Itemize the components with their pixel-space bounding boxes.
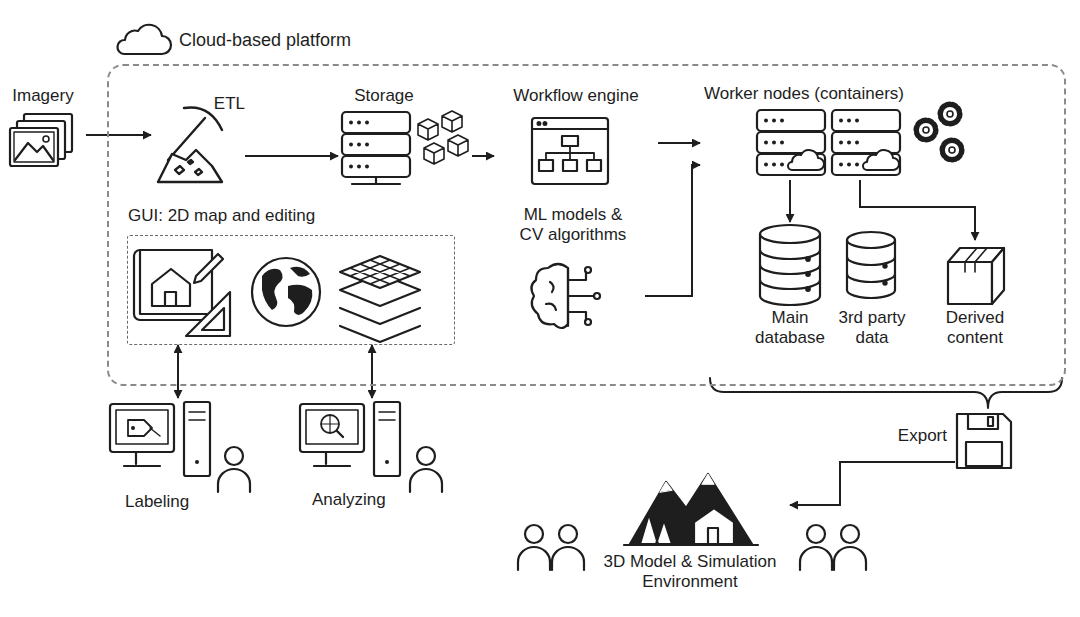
cloud-icon	[117, 25, 171, 54]
flow-arrow	[472, 155, 494, 157]
node-label: Labeling	[125, 492, 189, 512]
workflow-engine-node: Workflow engine	[494, 86, 658, 188]
node-label: Derived content	[928, 308, 1022, 349]
people-group-right	[800, 525, 866, 570]
derived-content-box-icon	[948, 248, 1004, 304]
node-label: ML models & CV algorithms	[511, 205, 635, 246]
flow-arrow	[658, 142, 700, 144]
model-simulation-node: 3D Model & Simulation Environment	[590, 466, 790, 612]
flow-arrow	[645, 165, 700, 296]
node-label: 3rd party data	[830, 308, 914, 349]
flow-arrow	[790, 462, 955, 505]
worker-servers-icon	[757, 104, 962, 175]
platform-region: Cloud-based platformETLStorageWorkflow e…	[107, 64, 1066, 386]
analyzing-node: Analyzing	[296, 398, 466, 516]
node-label: Main database	[746, 308, 834, 349]
node-label: Storage	[346, 86, 422, 106]
flow-arrow	[860, 180, 975, 240]
derived-content-node: Derived content	[928, 240, 1022, 364]
people-group-left	[518, 525, 584, 570]
globe-icon	[252, 258, 320, 326]
export-node: Export	[955, 412, 1013, 470]
floppy-disk-icon	[957, 414, 1011, 468]
ml-models-node: ML models & CV algorithms	[505, 205, 645, 337]
main-database-node: Main database	[746, 222, 834, 364]
node-label: Cloud-based platform	[179, 30, 351, 52]
third-party-database-icon	[847, 232, 895, 298]
flow-arrow	[371, 345, 373, 398]
labeling-workstation-icon	[110, 402, 250, 492]
gui-group: GUI: 2D map and editing	[127, 235, 455, 345]
layers-icon	[340, 256, 420, 342]
storage-server-icon	[342, 111, 468, 184]
node-label: 3D Model & Simulation Environment	[590, 552, 790, 593]
flow-arrow	[789, 180, 791, 222]
etl-node: ETL	[151, 92, 245, 184]
node-label: GUI: 2D map and editing	[128, 206, 315, 226]
node-label: Analyzing	[312, 490, 386, 510]
main-database-icon	[760, 225, 820, 305]
workflow-window-icon	[532, 118, 608, 184]
node-label: Export	[898, 426, 947, 446]
third-party-data-node: 3rd party data	[830, 222, 914, 364]
blueprint-icon	[134, 250, 230, 336]
landscape-3d-icon	[624, 474, 758, 545]
worker-nodes-node: Worker nodes (containers)	[700, 84, 975, 180]
node-label: ETL	[214, 94, 245, 114]
node-label: Worker nodes (containers)	[704, 84, 904, 104]
labeling-node: Labeling	[105, 398, 260, 516]
flow-arrow	[245, 155, 338, 157]
node-label: Workflow engine	[494, 86, 658, 106]
analyzing-workstation-icon	[300, 402, 442, 492]
brain-icon	[531, 264, 600, 328]
imagery-icon	[10, 114, 72, 166]
export-brace	[710, 378, 1062, 408]
flow-arrow	[177, 345, 179, 398]
node-label: Imagery	[0, 86, 86, 106]
etl-pickaxe-icon	[158, 107, 222, 182]
flow-arrow	[86, 134, 151, 136]
imagery-node: Imagery	[0, 86, 86, 170]
storage-node: Storage	[338, 86, 472, 186]
